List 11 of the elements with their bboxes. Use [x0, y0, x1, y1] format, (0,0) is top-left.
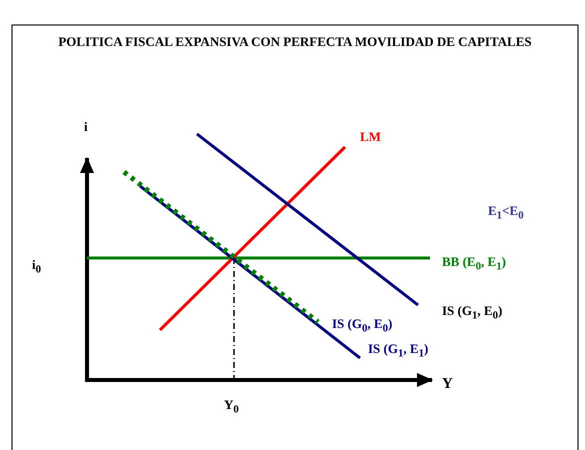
axis-label: i: [84, 120, 88, 133]
condition-note: E$_{1}$<E$_{0}$: [488, 204, 524, 222]
axis-label: Y: [442, 377, 453, 392]
curve-label: LM: [360, 130, 381, 143]
curve-label: BB (E$_{0}$, E$_{1}$): [442, 255, 506, 272]
axis-label: Y$_{0}$: [224, 398, 239, 416]
axis-label: i$_{0}$: [32, 258, 42, 276]
chart-title: POLITICA FISCAL EXPANSIVA CON PERFECTA MOVILIDAD DE CAPITALES: [57, 34, 533, 49]
curve-label: IS (G$_{1}$, E$_{0}$): [442, 304, 502, 322]
curve-label: IS (G$_{0}$, E$_{0}$): [332, 317, 392, 334]
curve-label: IS (G$_{1}$, E$_{1}$): [368, 342, 428, 360]
